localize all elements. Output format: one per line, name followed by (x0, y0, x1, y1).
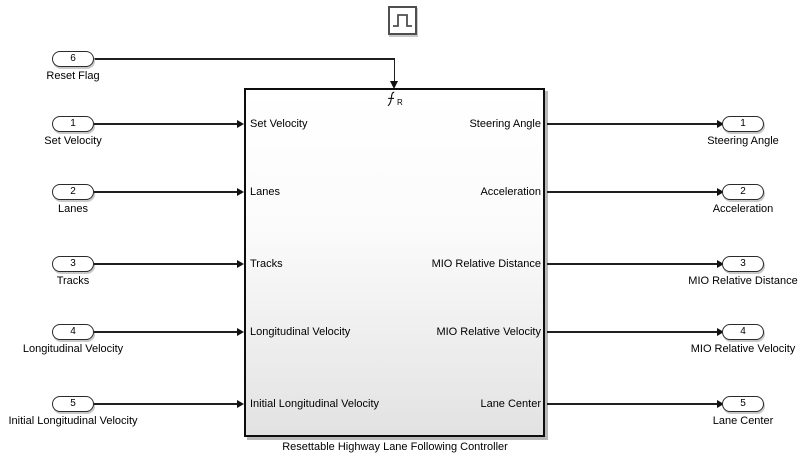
block-name-label: Resettable Highway Lane Following Contro… (282, 441, 508, 453)
outport-label: MIO Relative Distance (688, 275, 798, 287)
outport-label: Lane Center (712, 415, 774, 427)
inport-label: Longitudinal Velocity (22, 343, 124, 355)
port-number: 1 (740, 118, 746, 129)
reset-wire-vertical[interactable] (394, 59, 396, 82)
block-output-label: Lane Center (480, 398, 541, 410)
outport-label: Steering Angle (707, 135, 779, 147)
wire-arrowhead (237, 400, 244, 408)
outport-block-steering-angle[interactable]: 1 (722, 116, 764, 132)
outport-label: MIO Relative Velocity (690, 343, 796, 355)
wire-arrowhead (717, 188, 724, 196)
signal-wire[interactable] (547, 331, 717, 333)
signal-wire[interactable] (94, 263, 238, 265)
block-input-label: Tracks (250, 258, 283, 270)
inport-label: Initial Longitudinal Velocity (8, 415, 138, 427)
inport-block-reset-flag[interactable]: 6 (52, 51, 94, 67)
signal-wire[interactable] (547, 403, 717, 405)
signal-wire[interactable] (94, 191, 238, 193)
inport-label: Reset Flag (46, 70, 100, 82)
wire-arrowhead (237, 260, 244, 268)
reset-event-port[interactable]: R (386, 91, 403, 107)
signal-wire[interactable] (94, 403, 238, 405)
port-number: 3 (70, 258, 76, 269)
inport-block-lanes[interactable]: 2 (52, 184, 94, 200)
wire-arrowhead (237, 188, 244, 196)
wire-arrowhead (237, 120, 244, 128)
block-output-label: MIO Relative Distance (431, 258, 541, 270)
wire-arrowhead (717, 400, 724, 408)
wire-arrowhead (237, 328, 244, 336)
signal-wire[interactable] (547, 123, 717, 125)
block-output-label: Steering Angle (469, 118, 541, 130)
signal-wire[interactable] (94, 123, 238, 125)
port-number: 4 (740, 326, 746, 337)
outport-label: Acceleration (712, 203, 774, 215)
port-number: 1 (70, 118, 76, 129)
port-number: 5 (70, 398, 76, 409)
signal-wire[interactable] (547, 263, 717, 265)
inport-block-initial-longitudinal-velocity[interactable]: 5 (52, 396, 94, 412)
port-number: 4 (70, 326, 76, 337)
pulse-generator-block[interactable] (388, 6, 417, 35)
reset-wire-horizontal[interactable] (94, 58, 395, 60)
block-output-label: Acceleration (480, 186, 541, 198)
reset-event-icon (387, 91, 395, 107)
inport-label: Set Velocity (44, 135, 102, 147)
controller-subsystem-block[interactable] (244, 88, 545, 437)
outport-block-mio-relative-distance[interactable]: 3 (722, 256, 764, 272)
block-output-label: MIO Relative Velocity (436, 326, 541, 338)
inport-block-longitudinal-velocity[interactable]: 4 (52, 324, 94, 340)
wire-arrowhead (717, 260, 724, 268)
port-number: 5 (740, 398, 746, 409)
outport-block-acceleration[interactable]: 2 (722, 184, 764, 200)
inport-label: Lanes (58, 203, 88, 215)
port-number: 3 (740, 258, 746, 269)
reset-wire-arrowhead (390, 81, 398, 89)
block-input-label: Initial Longitudinal Velocity (250, 398, 380, 410)
wire-arrowhead (717, 120, 724, 128)
port-number: 6 (70, 53, 76, 64)
wire-arrowhead (717, 328, 724, 336)
port-number: 2 (740, 186, 746, 197)
inport-block-set-velocity[interactable]: 1 (52, 116, 94, 132)
block-input-label: Lanes (250, 186, 280, 198)
signal-wire[interactable] (547, 191, 717, 193)
port-number: 2 (70, 186, 76, 197)
signal-wire[interactable] (94, 331, 238, 333)
outport-block-lane-center[interactable]: 5 (722, 396, 764, 412)
block-input-label: Longitudinal Velocity (250, 326, 351, 338)
inport-label: Tracks (56, 275, 90, 287)
block-input-label: Set Velocity (250, 118, 308, 130)
inport-block-tracks[interactable]: 3 (52, 256, 94, 272)
pulse-icon (393, 14, 412, 27)
outport-block-mio-relative-velocity[interactable]: 4 (722, 324, 764, 340)
reset-port-subscript: R (397, 98, 403, 107)
